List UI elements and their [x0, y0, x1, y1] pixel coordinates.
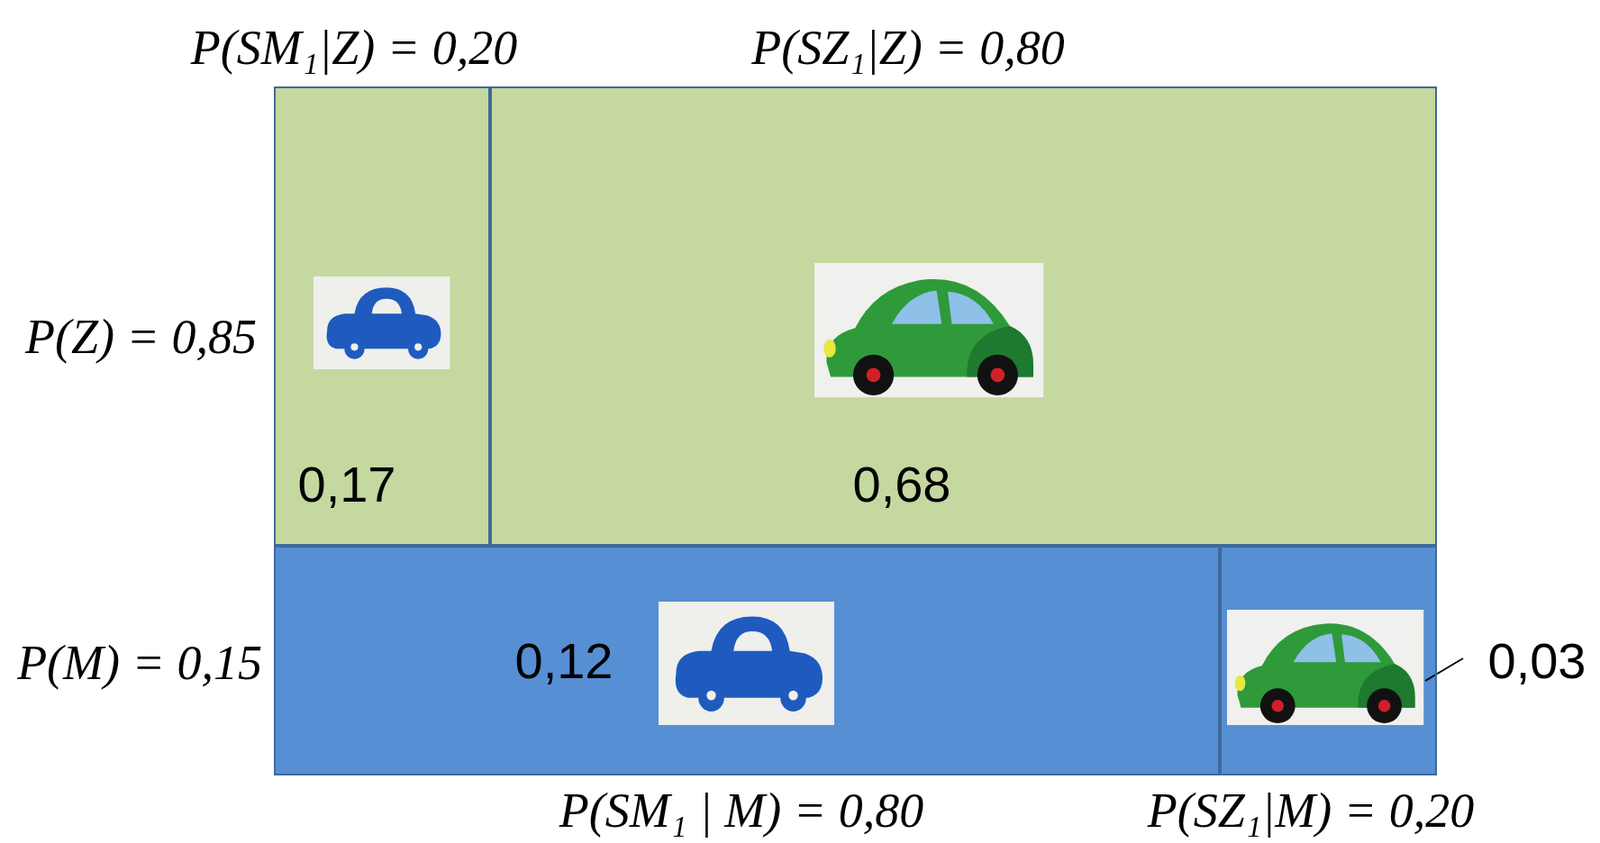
probability-label: P(Z) = 0,85 [25, 312, 257, 362]
probability-value: 0,12 [515, 636, 614, 687]
probability-label: P(SZ₁|M) = 0,20 [1147, 786, 1475, 836]
probability-label: P(M) = 0,15 [17, 638, 263, 688]
probability-label: P(SM₁|Z) = 0,20 [190, 23, 519, 73]
probability-cell: 0,68 [490, 86, 1437, 546]
probability-label: P(SZ₁|Z) = 0,80 [751, 23, 1065, 73]
probability-cell: 0,12 [273, 545, 1220, 776]
probability-cell: 0,17 [273, 86, 491, 546]
probability-label: P(SM₁ | M) = 0,80 [559, 786, 924, 836]
probability-value: 0,03 [1488, 636, 1587, 687]
probability-value: 0,17 [298, 459, 397, 510]
probability-value: 0,68 [853, 459, 952, 510]
probability-cell: 0,03 [1219, 545, 1437, 776]
